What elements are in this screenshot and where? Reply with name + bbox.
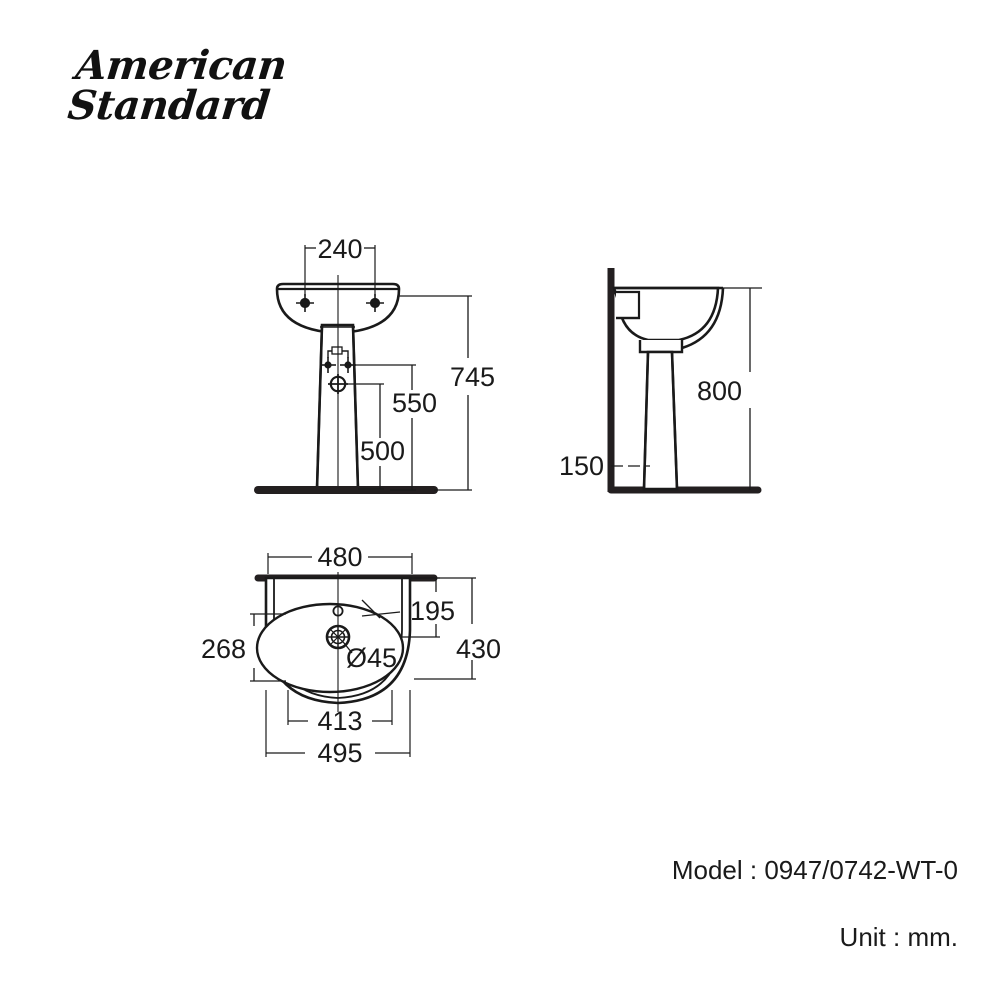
footer-block: Model : 0947/0742-WT-0 Unit : mm. bbox=[538, 855, 958, 953]
front-tap-hole-left bbox=[296, 294, 314, 312]
plan-top-view: Ø45 480 413 bbox=[201, 542, 501, 768]
dimension-supply-height-label: 550 bbox=[392, 388, 437, 418]
model-number: Model : 0947/0742-WT-0 bbox=[671, 855, 958, 885]
dimension-bowl-width-label: 413 bbox=[317, 706, 362, 736]
dimension-basin-rim-height-label: 745 bbox=[450, 362, 495, 392]
dimension-drain-height-label: 500 bbox=[360, 436, 405, 466]
front-supply-valve-left bbox=[320, 357, 336, 373]
dimension-overall-height: 800 bbox=[697, 287, 762, 490]
dimension-drain-from-wall: 195 bbox=[400, 577, 455, 638]
dimension-bowl-depth-label: 268 bbox=[201, 634, 246, 664]
front-elevation-view: 240 745 550 bbox=[254, 234, 495, 494]
side-wall-bracket bbox=[616, 290, 641, 320]
plan-bowl-ellipse bbox=[255, 602, 405, 694]
side-pedestal-front-edge bbox=[642, 351, 650, 490]
front-supply-fitting bbox=[331, 346, 343, 355]
dimension-pedestal-base-offset-label: 150 bbox=[559, 451, 604, 481]
dimension-bowl-width: 413 bbox=[287, 690, 393, 736]
dimension-tap-spread-label: 240 bbox=[317, 234, 362, 264]
plan-rim-leader bbox=[361, 599, 401, 619]
dimension-supply-height: 550 bbox=[348, 364, 437, 491]
side-pedestal-shoulder bbox=[638, 340, 684, 354]
dimension-overall-width-label: 495 bbox=[317, 738, 362, 768]
dimension-wall-width-label: 480 bbox=[317, 542, 362, 572]
dimension-pedestal-base-offset: 150 bbox=[559, 451, 650, 481]
dimension-drain-diameter: Ø45 bbox=[343, 642, 397, 673]
side-elevation-view: 800 150 bbox=[559, 268, 762, 494]
unit-note: Unit : mm. bbox=[839, 922, 958, 952]
side-basin-outer-rim bbox=[681, 287, 725, 350]
dimension-wall-width: 480 bbox=[267, 542, 413, 574]
dimension-tap-spread: 240 bbox=[304, 234, 376, 296]
dimension-drain-from-wall-label: 195 bbox=[410, 596, 455, 626]
dimension-overall-height-label: 800 bbox=[697, 376, 742, 406]
dimension-bowl-depth: 268 bbox=[201, 613, 286, 682]
front-pedestal-left-edge bbox=[315, 324, 324, 490]
dimension-overall-width: 495 bbox=[265, 690, 411, 768]
dimension-overall-depth: 430 bbox=[414, 577, 501, 680]
dimension-drain-diameter-label: Ø45 bbox=[346, 643, 397, 673]
side-pedestal-back-edge bbox=[670, 351, 679, 490]
dimension-basin-rim-height: 745 bbox=[399, 295, 495, 491]
front-tap-hole-right bbox=[366, 294, 384, 312]
dimension-drain-height: 500 bbox=[345, 383, 405, 490]
dimension-overall-depth-label: 430 bbox=[456, 634, 501, 664]
front-pedestal-right-edge bbox=[351, 324, 360, 490]
